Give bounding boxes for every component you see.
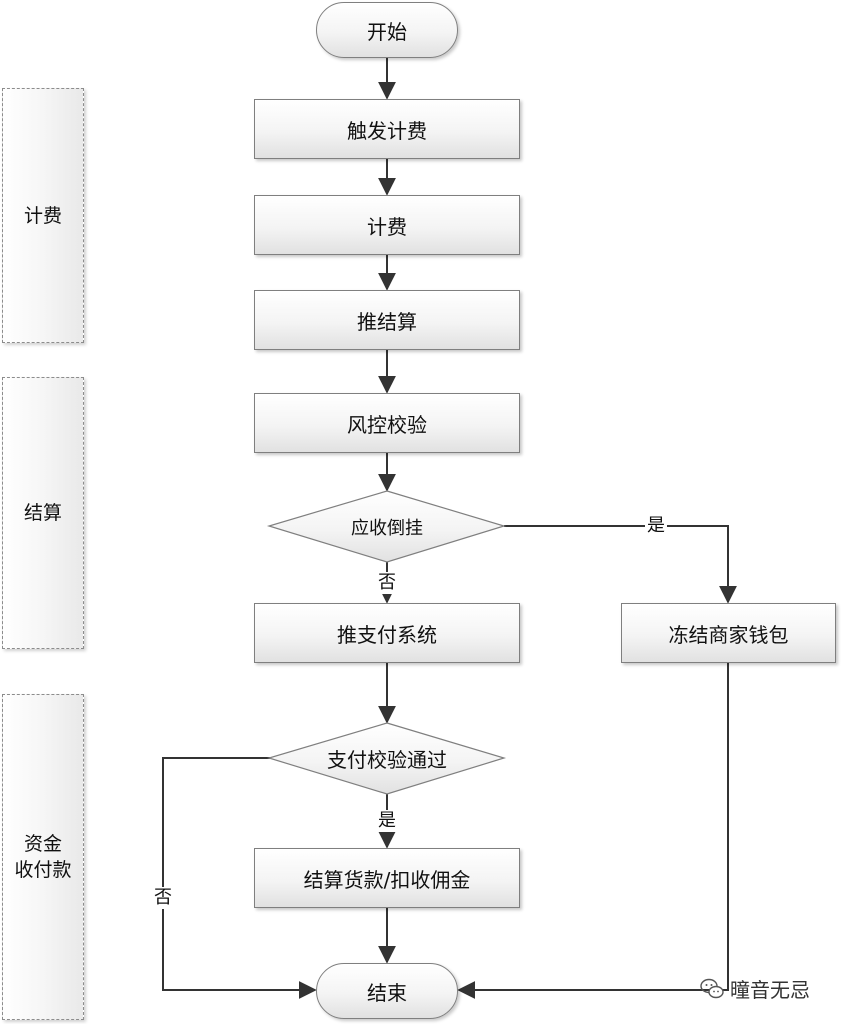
- node-should-hold: 应收倒挂: [269, 491, 505, 562]
- node-payment-check: 支付校验通过: [269, 723, 505, 794]
- node-settle-goods: 结算货款/扣收佣金: [254, 848, 520, 908]
- node-push-payment: 推支付系统: [254, 603, 520, 663]
- node-freeze-wallet: 冻结商家钱包: [621, 603, 836, 663]
- lane-billing: 计费: [2, 88, 84, 343]
- node-push-settlement: 推结算: [254, 290, 520, 350]
- node-trigger-billing-label: 触发计费: [347, 118, 427, 143]
- diamond-payment-check: [266, 722, 507, 795]
- lane-settlement-label: 结算: [23, 502, 62, 524]
- lane-settlement: 结算: [2, 377, 84, 649]
- edge-label-pay-yes: 是: [376, 810, 398, 832]
- node-billing: 计费: [254, 195, 520, 255]
- watermark-text: 曈音无忌: [730, 978, 810, 1002]
- node-billing-label: 计费: [367, 214, 407, 239]
- node-trigger-billing: 触发计费: [254, 99, 520, 159]
- node-risk-check: 风控校验: [254, 393, 520, 453]
- edge-label-hold-yes: 是: [645, 515, 667, 537]
- lane-payment: 资金 收付款: [2, 694, 84, 1020]
- watermark: 曈音无忌: [700, 974, 810, 1003]
- node-end: 结束: [316, 963, 458, 1019]
- node-risk-check-label: 风控校验: [347, 412, 427, 437]
- node-payment-check-label: 支付校验通过: [327, 748, 447, 772]
- node-start: 开始: [316, 2, 458, 58]
- edge-freeze-end: [457, 662, 729, 999]
- edge-hold-yes: [504, 525, 737, 604]
- lane-payment-label-line2: 收付款: [14, 859, 72, 881]
- edge-label-hold-no: 否: [376, 572, 398, 594]
- node-push-payment-label: 推支付系统: [337, 622, 437, 647]
- edge-label-pay-no: 否: [152, 887, 174, 909]
- node-push-settlement-label: 推结算: [357, 309, 417, 334]
- node-freeze-wallet-label: 冻结商家钱包: [668, 622, 789, 647]
- lane-payment-label-line1: 资金: [23, 833, 62, 855]
- node-settle-goods-label: 结算货款/扣收佣金: [303, 867, 471, 892]
- edge-check-no: [162, 757, 317, 999]
- node-should-hold-label: 应收倒挂: [351, 517, 423, 539]
- wechat-icon: [700, 978, 724, 998]
- node-end-label: 结束: [367, 980, 407, 1005]
- diamond-should-hold: [266, 490, 507, 563]
- lane-billing-label: 计费: [23, 204, 62, 227]
- node-start-label: 开始: [367, 19, 407, 44]
